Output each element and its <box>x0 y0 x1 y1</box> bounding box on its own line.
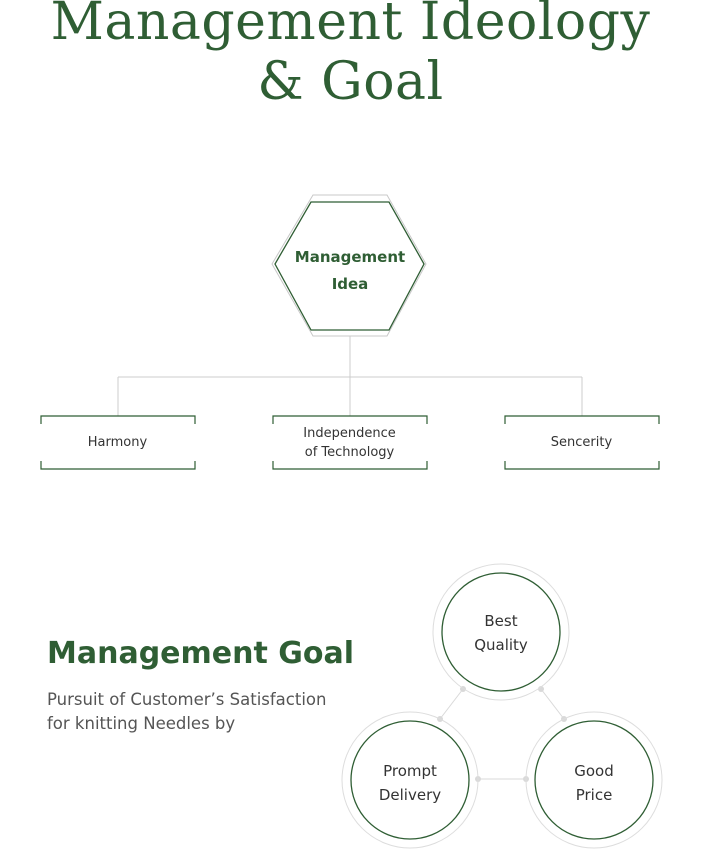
idea-hexagon-inner <box>274 201 425 331</box>
value-box-harmony <box>40 415 196 470</box>
circle-label-good-price: Good Price <box>534 759 654 807</box>
page-title-line-1: Management Ideology <box>50 0 651 52</box>
value-label-sencerity-line-1: Sencerity <box>550 435 613 450</box>
circle-label-prompt-delivery-line-2: Delivery <box>378 786 442 804</box>
circle-label-best-quality-line-1: Best <box>484 612 518 630</box>
value-label-harmony: Harmony <box>40 433 195 452</box>
circle-label-best-quality-line-2: Quality <box>474 636 528 654</box>
value-label-independence-line-1: Independence <box>303 426 396 441</box>
goal-connectors <box>439 688 565 780</box>
management-idea-label-line-2: Idea <box>331 275 369 293</box>
circle-best-quality <box>432 563 570 701</box>
value-box-independence <box>272 415 428 470</box>
management-idea-label-line-1: Management <box>294 248 406 266</box>
value-label-harmony-line-1: Harmony <box>87 435 148 450</box>
value-label-sencerity: Sencerity <box>504 433 659 452</box>
management-goal-description: Pursuit of Customer’s Satisfaction for k… <box>47 688 326 736</box>
circle-good-price <box>525 711 663 849</box>
management-goal-description-line-2: for knitting Needles by <box>47 714 236 733</box>
circle-label-best-quality: Best Quality <box>441 609 561 657</box>
circle-label-good-price-line-1: Good <box>574 762 614 780</box>
page-title: Management Ideology & Goal <box>0 0 701 112</box>
tree-connectors <box>117 336 583 416</box>
circle-prompt-delivery <box>341 711 479 849</box>
page-title-line-2: & Goal <box>257 52 444 112</box>
circle-label-prompt-delivery-line-1: Prompt <box>383 762 437 780</box>
circle-label-prompt-delivery: Prompt Delivery <box>350 759 470 807</box>
management-goal-description-line-1: Pursuit of Customer’s Satisfaction <box>47 690 327 709</box>
idea-hexagon-outer <box>271 194 427 337</box>
management-idea-label: Management Idea <box>275 244 425 298</box>
value-box-sencerity <box>504 415 660 470</box>
value-label-independence-line-2: of Technology <box>304 445 395 460</box>
management-goal-title: Management Goal <box>47 636 355 671</box>
circle-label-good-price-line-2: Price <box>575 786 613 804</box>
value-label-independence: Independence of Technology <box>272 424 427 462</box>
